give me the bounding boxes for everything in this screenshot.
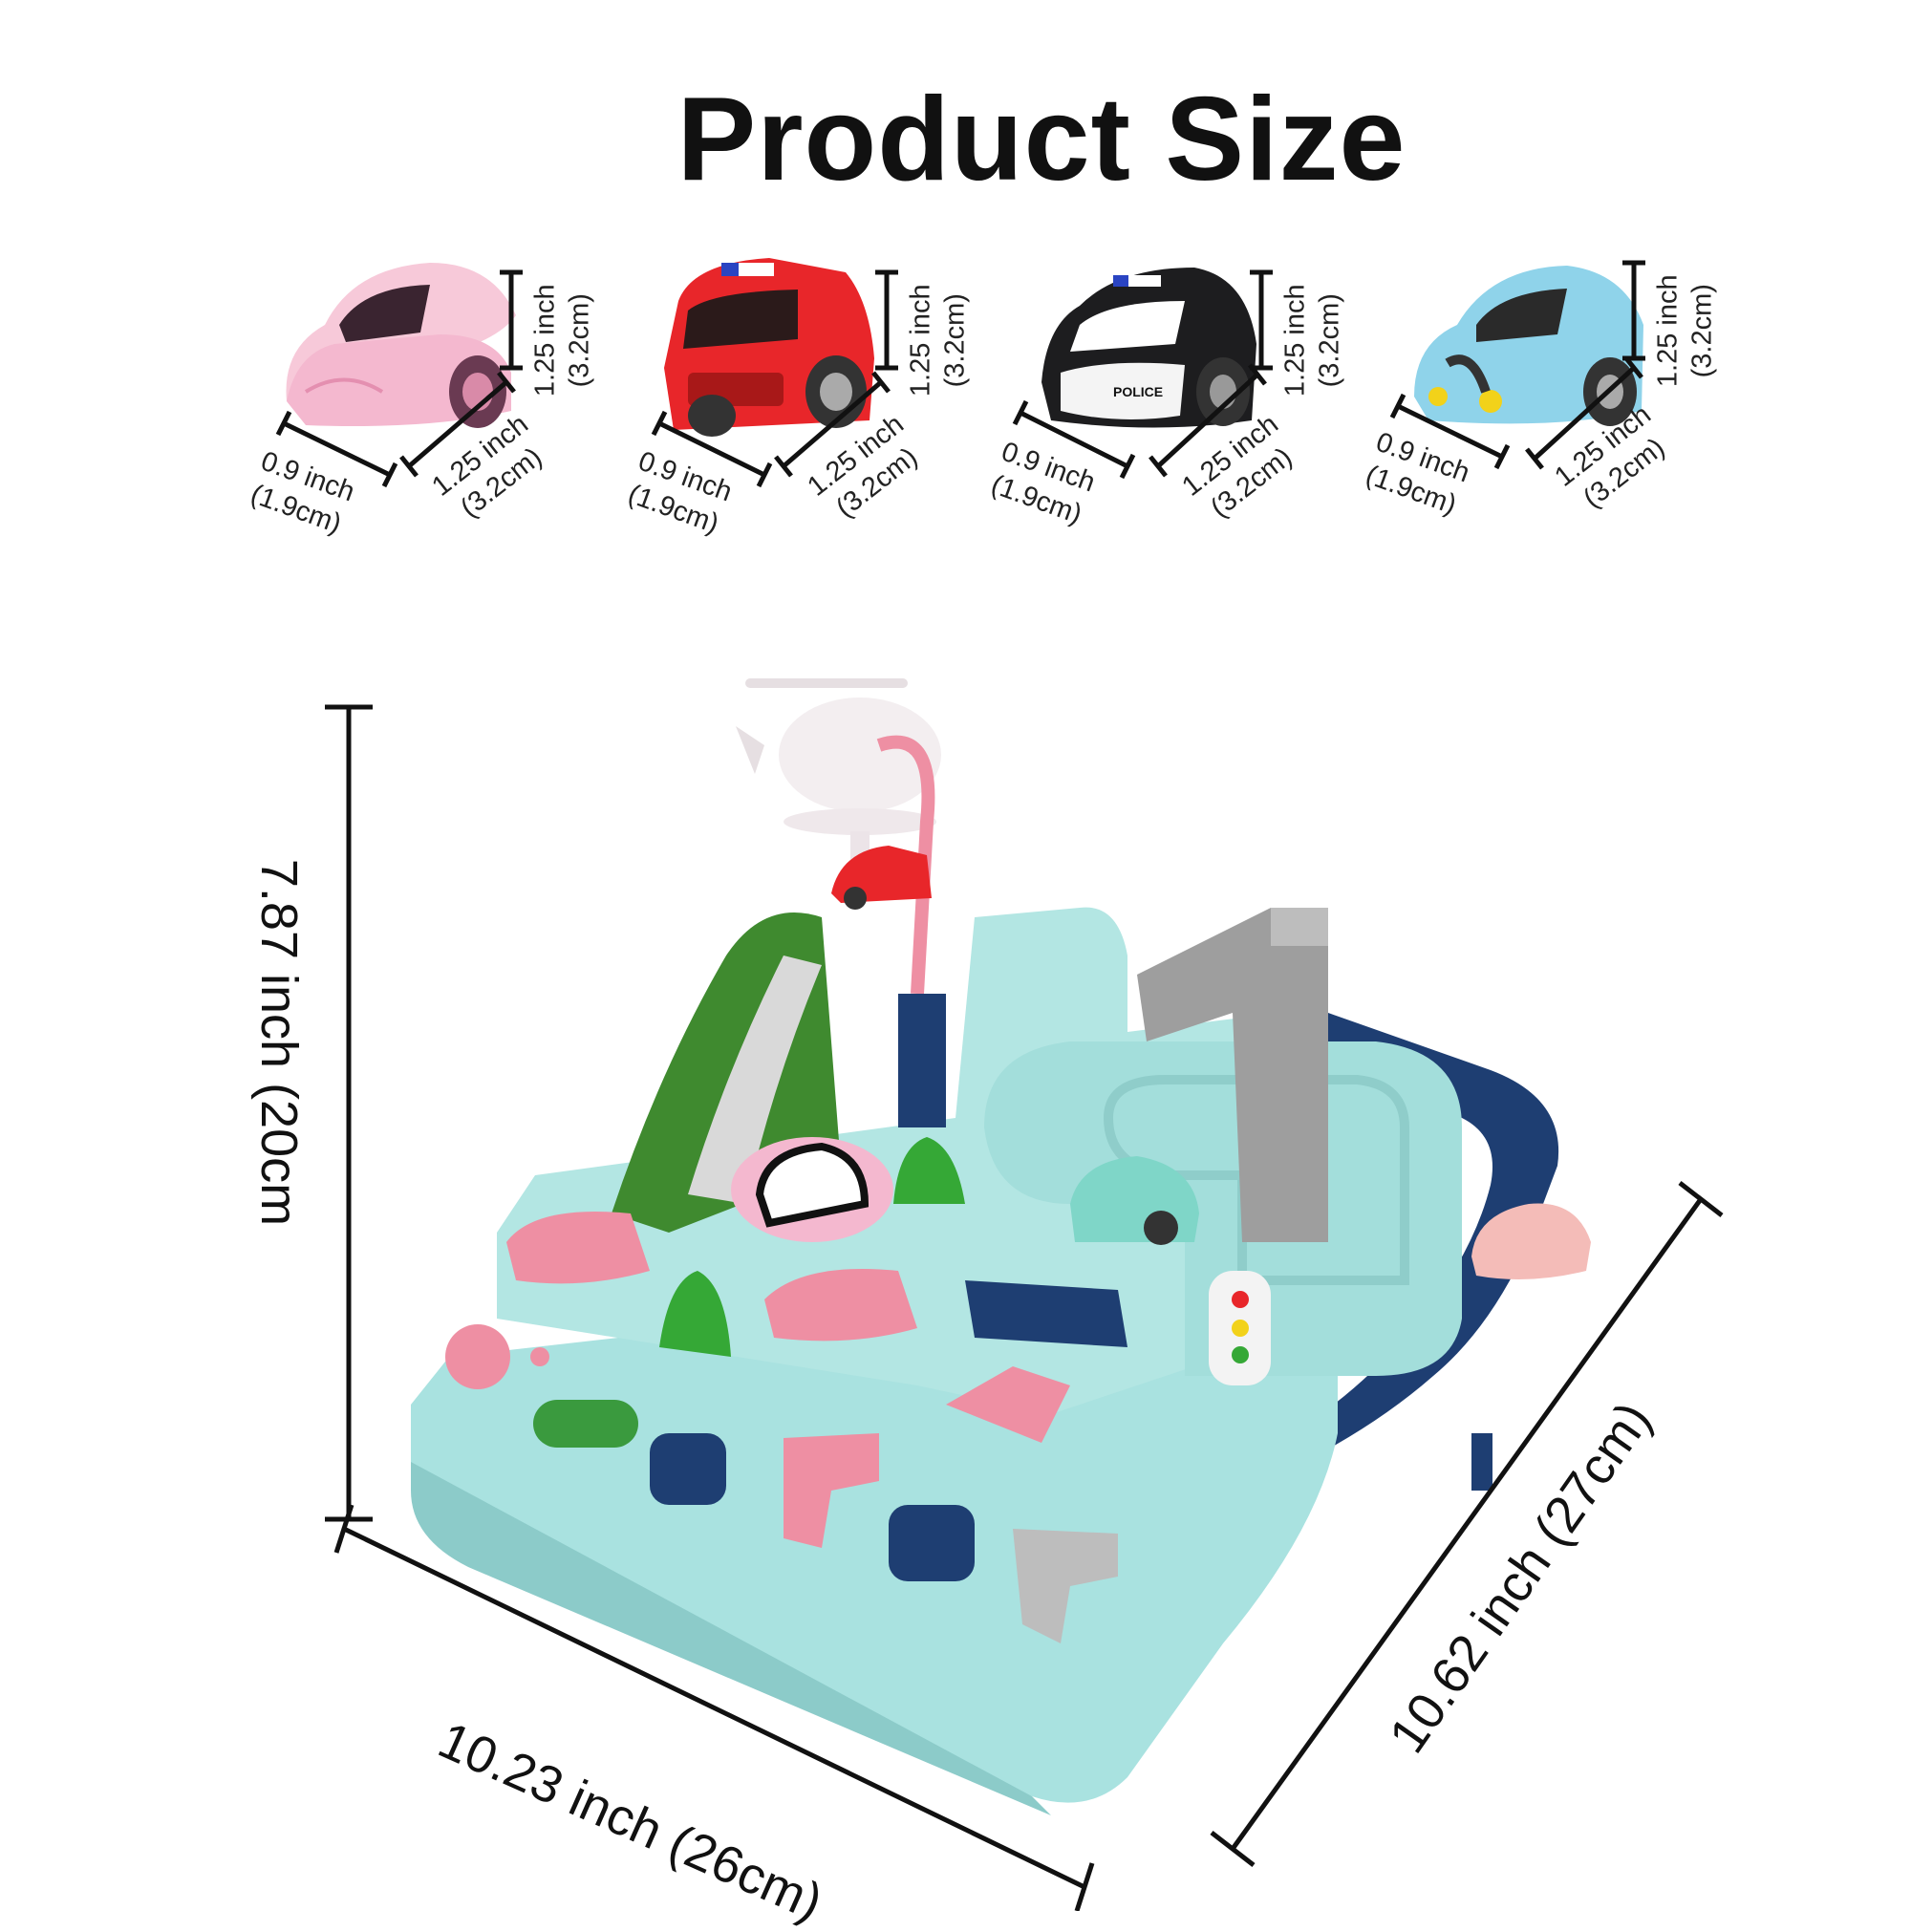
pink-car-on-track bbox=[1471, 1203, 1591, 1279]
car4-height-label: 1.25 inch(3.2cm) bbox=[1652, 274, 1718, 388]
page-title: Product Size bbox=[676, 74, 1406, 205]
playset-base bbox=[411, 1261, 1338, 1803]
car1-height-label: 1.25 inch(3.2cm) bbox=[529, 284, 595, 397]
crane bbox=[1137, 908, 1328, 1242]
police-car-on-track bbox=[731, 1137, 893, 1242]
helicopter bbox=[736, 678, 941, 884]
police-car-icon: POLICE bbox=[1041, 268, 1256, 428]
car2-height-label: 1.25 inch(3.2cm) bbox=[905, 284, 971, 397]
car3-height-label: 1.25 inch(3.2cm) bbox=[1279, 284, 1345, 397]
blue-car-on-track bbox=[1070, 1156, 1199, 1245]
playset-dimension-lines bbox=[325, 704, 1724, 1911]
police-car-text: POLICE bbox=[1113, 384, 1163, 399]
spiral-ramp bbox=[984, 1041, 1462, 1376]
red-fire-car-icon bbox=[664, 258, 874, 437]
car-dimension-lines bbox=[275, 260, 1645, 488]
playset-height-label: 7.87 inch (20cm bbox=[250, 858, 309, 1227]
race-track-playset-image bbox=[411, 678, 1591, 1815]
red-car-on-hill bbox=[831, 846, 932, 910]
blue-car-icon bbox=[1414, 266, 1643, 426]
